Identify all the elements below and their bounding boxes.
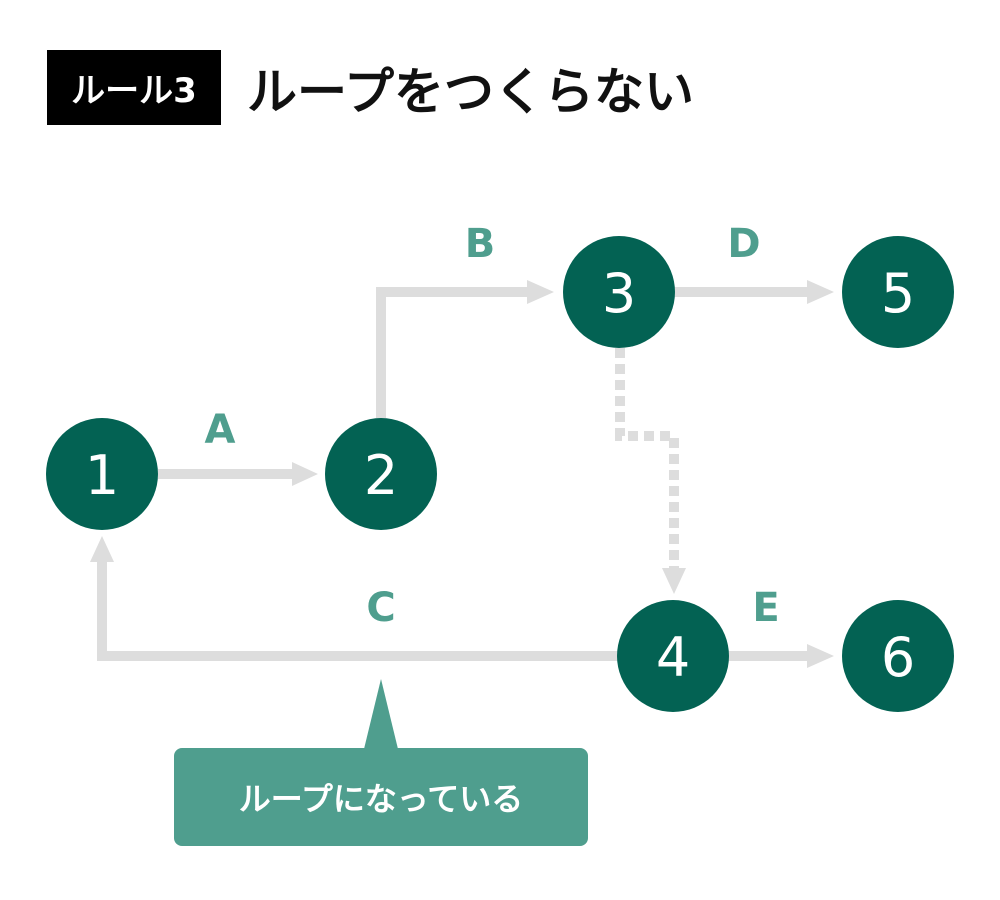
edge-dummy-arrowhead — [662, 568, 686, 594]
node-4-label: 4 — [656, 626, 690, 689]
edge-dummy — [615, 348, 686, 594]
edge-c — [90, 536, 618, 661]
edge-d — [673, 280, 834, 304]
edge-d-label: D — [727, 221, 760, 267]
edge-e — [728, 644, 834, 668]
edge-a-arrowhead — [292, 462, 318, 486]
node-3-circle — [563, 236, 675, 348]
edge-a-label: A — [205, 407, 236, 453]
edge-c-label: C — [366, 585, 395, 631]
node-1: 1 — [46, 418, 158, 530]
edge-c-arrowhead — [90, 536, 114, 562]
node-4-circle — [617, 600, 729, 712]
node-3-label: 3 — [602, 262, 636, 325]
edge-a — [158, 462, 318, 486]
page-title: ループをつくらない — [247, 62, 694, 121]
node-2-circle — [325, 418, 437, 530]
rule-badge: ルール3 — [47, 50, 221, 125]
node-6-circle — [842, 600, 954, 712]
edge-e-label: E — [752, 585, 779, 631]
node-2: 2 — [325, 418, 437, 530]
node-5-label: 5 — [881, 262, 915, 325]
node-6: 6 — [842, 600, 954, 712]
page-header: ルール3 ループをつくらない — [47, 50, 694, 125]
edge-d-arrowhead — [807, 280, 834, 304]
node-1-label: 1 — [85, 444, 119, 507]
loop-callout: ループになっている — [174, 748, 588, 846]
edge-b-arrowhead — [527, 280, 554, 304]
node-5-circle — [842, 236, 954, 348]
edge-c-line — [97, 560, 618, 661]
node-5: 5 — [842, 236, 954, 348]
node-4: 4 — [617, 600, 729, 712]
edge-dummy-line — [615, 348, 679, 572]
callout-pointer — [364, 679, 398, 749]
node-1-circle — [46, 418, 158, 530]
edge-b-line — [376, 287, 530, 418]
node-6-label: 6 — [881, 626, 915, 689]
node-3: 3 — [563, 236, 675, 348]
edge-b — [376, 280, 554, 418]
edge-b-label: B — [465, 221, 496, 267]
edge-e-arrowhead — [807, 644, 834, 668]
node-2-label: 2 — [364, 444, 398, 507]
